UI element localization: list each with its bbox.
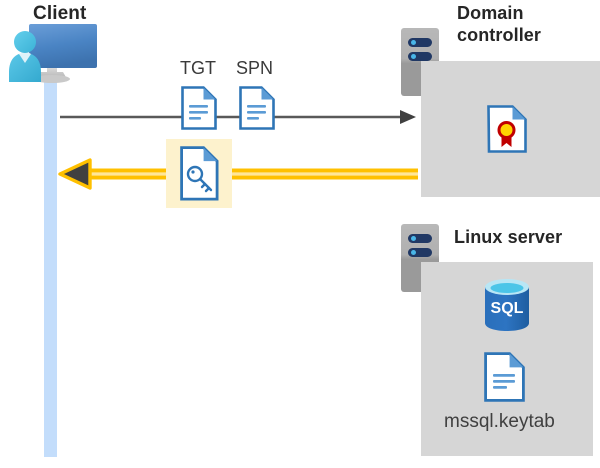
tgt-document-icon	[181, 86, 217, 130]
server-bay-icon	[408, 248, 432, 257]
linux-server-title: Linux server	[454, 227, 563, 247]
client-computer-icon	[6, 22, 102, 84]
server-led-icon	[411, 54, 416, 59]
spn-label: SPN	[236, 58, 274, 78]
sql-badge-text: SQL	[491, 300, 524, 317]
client-title: Client	[33, 3, 87, 24]
certificate-icon	[487, 105, 527, 153]
keytab-file-caption: mssql.keytab	[444, 411, 555, 432]
server-bay-icon	[408, 52, 432, 61]
response-arrow	[58, 158, 418, 190]
service-ticket-key-icon	[180, 146, 219, 201]
server-led-icon	[411, 40, 416, 45]
client-lifeline	[44, 72, 57, 457]
server-led-icon	[411, 236, 416, 241]
tgt-label: TGT	[180, 58, 216, 78]
request-arrow	[58, 108, 418, 126]
keytab-document-icon	[484, 352, 525, 402]
server-bay-icon	[408, 38, 432, 47]
linux-server-icon	[401, 224, 439, 292]
server-led-icon	[411, 250, 416, 255]
domain-controller-title: Domain controller	[457, 3, 542, 45]
spn-document-icon	[239, 86, 275, 130]
server-bay-icon	[408, 234, 432, 243]
sql-database-icon: SQL	[481, 277, 533, 333]
